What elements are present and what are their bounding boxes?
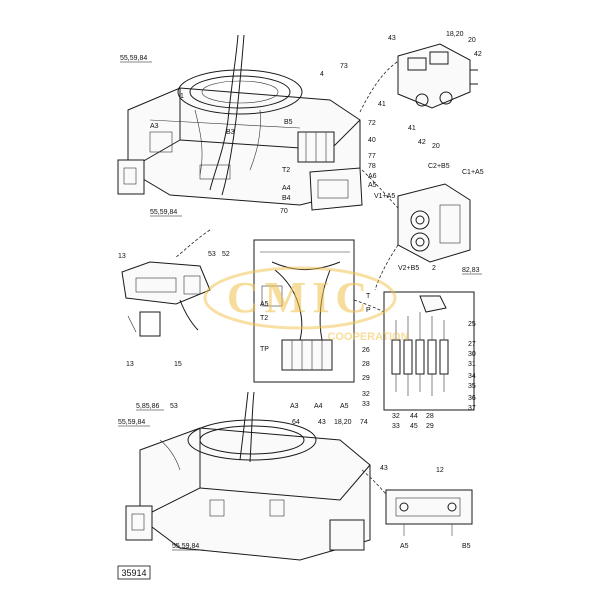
callout-label-right-mid-2: 30 [468,351,476,358]
callout-label-right-mid-12: 33 [362,401,370,408]
callout-label-valve-5: 82,83 [462,267,480,274]
callout-label-top-16: B5 [284,119,293,126]
figure-id-label: 35914 [121,568,146,578]
callout-label-right-mid-13: 32 [392,413,400,420]
callout-label-top-4: 72 [368,120,376,127]
center-valve-panel [253,239,355,383]
callout-label-right-mid-5: 35 [468,383,476,390]
callout-label-top-3: 73 [340,63,348,70]
bottom-right-manifold [361,469,473,536]
callout-label-top-right-7: 20 [432,143,440,150]
callout-label-right-mid-16: 45 [410,423,418,430]
left-mid-detail [121,229,211,337]
callout-label-center-3: A3 [290,403,299,410]
callout-label-top-9: A5 [368,182,377,189]
callout-label-valve-0: C2+B5 [428,163,450,170]
callout-label-top-11: A4 [282,185,291,192]
callout-label-center-0: A5 [260,301,269,308]
callout-label-bottom-right-0: 12 [436,467,444,474]
callout-label-top-7: 78 [368,163,376,170]
callout-label-top-5: 40 [368,137,376,144]
callout-label-bottom-1: 53 [170,403,178,410]
callout-label-top-6: 77 [368,153,376,160]
callout-label-top-right-1: 18,20 [446,31,464,38]
callout-label-top-14: A3 [150,123,159,130]
callout-label-bottom-2: 55,59,84 [118,419,145,426]
callout-label-right-mid-11: 32 [362,391,370,398]
callout-label-left-mid-0: 13 [118,253,126,260]
callout-label-right-mid-17: 28 [426,413,434,420]
callout-label-right-mid-14: 33 [392,423,400,430]
callout-label-top-10: T2 [282,167,290,174]
bottom-frame-assembly [125,391,371,561]
callout-label-top-right-4: 41 [378,101,386,108]
callout-labels: 55,59,8455,59,8447372407778A6A5T2A4B470A… [118,31,484,551]
top-frame-assembly [117,34,363,211]
callout-label-top-2: 4 [320,71,324,78]
callout-label-right-mid-8: 26 [362,347,370,354]
callout-label-top-0: 55,59,84 [120,55,147,62]
callout-label-right-mid-3: 31 [468,361,476,368]
callout-label-top-right-6: 41 [408,125,416,132]
callout-label-bottom-3: 64 [292,419,300,426]
callout-label-center-1: T2 [260,315,268,322]
callout-label-right-mid-9: 28 [362,361,370,368]
callout-label-bottom-right-2: B5 [462,543,471,550]
callout-label-right-mid-0: 25 [468,321,476,328]
callout-label-bottom-4: 43 [318,419,326,426]
callout-label-bottom-right-1: A5 [400,543,409,550]
callout-label-right-mid-1: 27 [468,341,476,348]
callout-label-top-13: 70 [280,208,288,215]
callout-label-right-mid-10: 29 [362,375,370,382]
callout-label-bottom-6: 74 [360,419,368,426]
callout-label-top-right-2: 20 [468,37,476,44]
callout-label-bottom-7: 43 [380,465,388,472]
callout-label-top-right-0: 43 [388,35,396,42]
watermark-logo: CMIC COOPERATION [203,266,409,343]
figure-id-box: 35914 [117,565,151,580]
callout-label-right-mid-4: 34 [468,373,476,380]
callout-label-top-1: 55,59,84 [150,209,177,216]
callout-label-left-mid-3: 13 [126,361,134,368]
callout-label-center-6: T [366,293,371,300]
callout-label-right-mid-7: 37 [468,405,476,412]
callout-label-right-mid-6: 36 [468,395,476,402]
callout-label-bottom-0: 5,85,86 [136,403,159,410]
top-right-fitting-detail [359,43,478,113]
callout-label-top-17: 1 [180,93,184,100]
callout-label-bottom-8: 55,59,84 [172,543,199,550]
callout-label-valve-3: V2+B5 [398,265,419,272]
callout-label-top-right-5: 42 [418,139,426,146]
callout-label-right-mid-15: 44 [410,413,418,420]
valve-detail [361,169,471,291]
right-mid-fittings [353,291,475,411]
callout-label-left-mid-4: 15 [174,361,182,368]
callout-label-center-5: A5 [340,403,349,410]
callout-label-top-right-3: 42 [474,51,482,58]
watermark-subtitle: COOPERATION [327,331,408,343]
callout-label-valve-2: V1+A5 [374,193,395,200]
callout-label-top-8: A6 [368,173,377,180]
callout-label-right-mid-18: 29 [426,423,434,430]
callout-label-center-4: A4 [314,403,323,410]
callout-label-valve-1: C1+A5 [462,169,484,176]
callout-label-left-mid-1: 53 [208,251,216,258]
callout-label-center-2: TP [260,346,269,353]
watermark-logo-text: CMIC [227,273,373,322]
callout-label-top-12: B4 [282,195,291,202]
callout-label-bottom-5: 18,20 [334,419,352,426]
callout-label-center-7: P [366,307,371,314]
callout-label-top-15: B3 [226,129,235,136]
callout-label-left-mid-2: 52 [222,251,230,258]
callout-label-valve-4: 2 [432,265,436,272]
